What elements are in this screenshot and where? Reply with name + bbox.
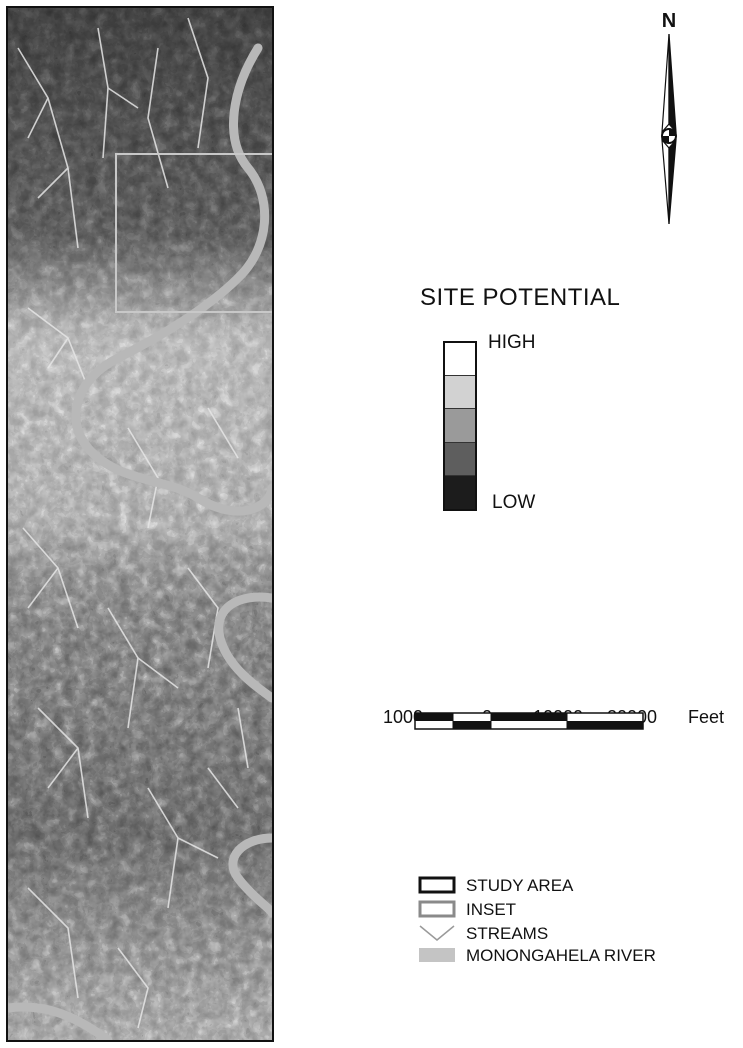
scale-bar	[414, 712, 644, 730]
ramp-class-4	[445, 442, 475, 476]
legend-label-monongahela-river: MONONGAHELA RIVER	[466, 946, 656, 965]
ramp-class-5	[445, 475, 475, 509]
legend-label-study-area: STUDY AREA	[466, 876, 574, 895]
inset-outline	[115, 153, 272, 313]
site-potential-high-label: HIGH	[488, 332, 536, 353]
north-arrow-icon	[661, 33, 677, 225]
ramp-class-1	[445, 343, 475, 377]
ramp-class-2	[445, 376, 475, 410]
north-label: N	[661, 10, 677, 32]
north-arrow: N	[640, 10, 710, 225]
monongahela-river-symbol	[419, 948, 455, 962]
study-area-map	[6, 6, 274, 1042]
raster-tone	[8, 8, 272, 1040]
scale-label-units: Feet	[688, 707, 725, 727]
ramp-class-3	[445, 409, 475, 443]
monongahela-river	[8, 43, 272, 1040]
inset-symbol	[418, 900, 456, 918]
site-potential-color-ramp	[443, 341, 477, 511]
streams-symbol	[419, 925, 455, 941]
site-potential-title: SITE POTENTIAL	[420, 284, 621, 311]
legend-label-streams: STREAMS	[466, 924, 549, 943]
study-area-symbol	[418, 876, 456, 894]
site-potential-low-label: LOW	[492, 492, 536, 513]
site-potential-raster	[8, 8, 272, 1040]
legend-label-inset: INSET	[466, 900, 517, 919]
scale-label-1000: 1000	[383, 707, 424, 727]
